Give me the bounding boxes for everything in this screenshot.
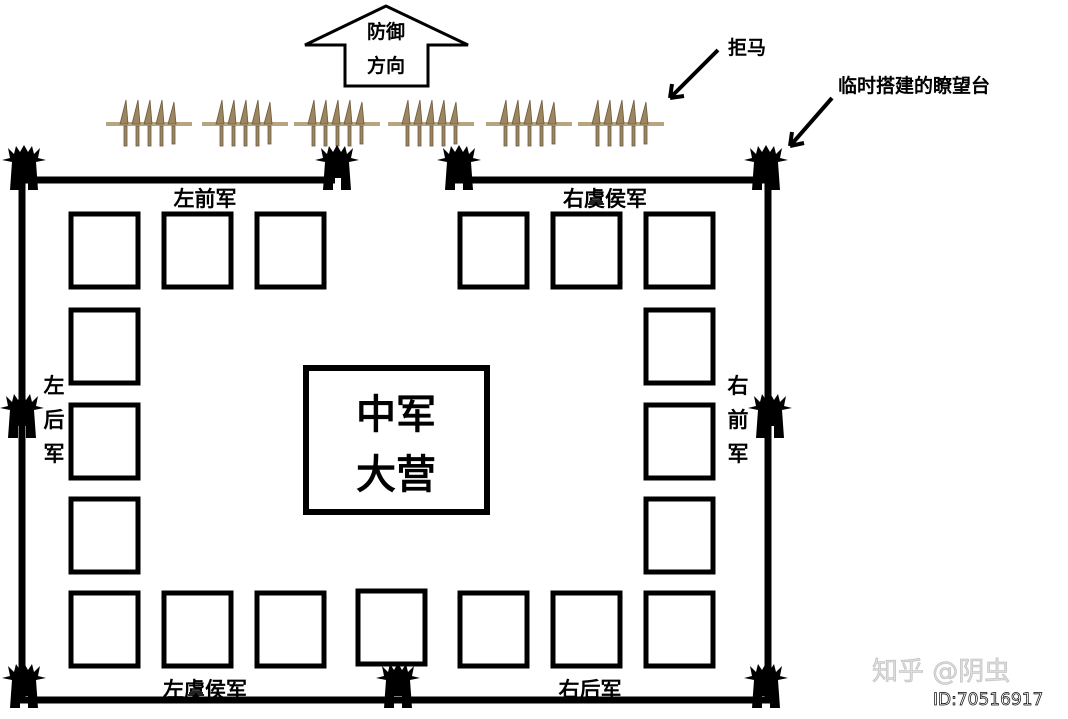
label-char: 前 [728, 408, 749, 432]
tent [68, 590, 141, 669]
watermark-id: ID:70516917 [933, 690, 1043, 710]
arrow-label-1: 防御 [367, 20, 405, 43]
tent [643, 307, 716, 386]
tent [161, 590, 234, 669]
right-rear-army-label: 右后军 [559, 678, 622, 702]
left-yuhou-army-label: 左虞侯军 [163, 678, 247, 702]
juma-label: 拒马 [728, 37, 766, 59]
left-rear-army-label: 左 后 军 [44, 374, 65, 466]
camp-walls [18, 176, 772, 704]
tent [550, 590, 623, 669]
center-camp-label-2: 大营 [356, 452, 436, 498]
tent [254, 590, 327, 669]
tent [68, 211, 141, 290]
tent [254, 211, 327, 290]
tower-pointer-arrow [788, 96, 834, 148]
tower-label: 临时搭建的瞭望台 [838, 74, 990, 97]
juma-spike-icon [577, 99, 665, 147]
tent [643, 402, 716, 481]
tent [161, 211, 234, 290]
center-camp-box [303, 365, 490, 515]
tent [68, 402, 141, 481]
juma-spike-icon [201, 99, 289, 147]
juma-spikes [105, 99, 665, 147]
tent [68, 496, 141, 575]
tent [643, 496, 716, 575]
juma-pointer-arrow [668, 48, 720, 100]
tent [457, 211, 530, 290]
tent [643, 211, 716, 290]
right-yuhou-army-label: 右虞侯军 [563, 187, 647, 211]
tent [355, 588, 428, 667]
watermark-brand: 知乎 @阴虫 [872, 657, 1010, 687]
label-char: 军 [44, 442, 65, 466]
right-front-army-label: 右 前 军 [728, 374, 749, 466]
juma-spike-icon [485, 99, 573, 147]
tent [550, 211, 623, 290]
label-char: 左 [44, 374, 65, 398]
juma-spike-icon [105, 99, 193, 147]
tent [457, 590, 530, 669]
tent [643, 590, 716, 669]
arrow-label-2: 方向 [367, 54, 405, 77]
juma-spike-icon [293, 99, 381, 147]
left-front-army-label: 左前军 [174, 187, 237, 211]
tent [68, 307, 141, 386]
tents [68, 211, 716, 669]
label-char: 右 [728, 374, 749, 398]
defense-direction-arrow [304, 4, 469, 88]
label-char: 后 [44, 408, 65, 432]
center-camp-label-1: 中军 [356, 392, 436, 438]
label-char: 军 [728, 442, 749, 466]
juma-spike-icon [387, 99, 475, 147]
